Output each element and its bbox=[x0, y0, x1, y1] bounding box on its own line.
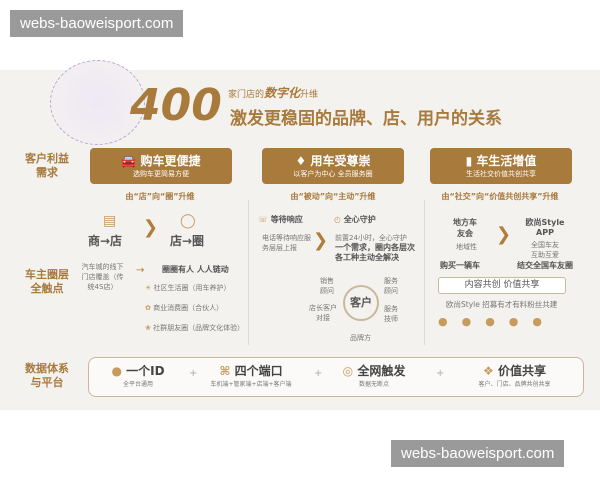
row-label-platform: 数据体系与平台 bbox=[25, 362, 69, 389]
page-title: 激发更稳固的品牌、店、用户的关系 bbox=[230, 109, 502, 129]
card-sub: 生活社交价值共创共享 bbox=[466, 170, 536, 178]
row-label-touch: 车主圈层全触点 bbox=[25, 268, 69, 295]
phone-icon: ☏ bbox=[258, 215, 271, 224]
chevron-right-icon: ❯ bbox=[496, 224, 512, 245]
card-sub: 以客户为中心 全员服务圈 bbox=[293, 170, 373, 178]
divider bbox=[424, 200, 425, 345]
upgrade-label: 由“社交”向“价值共创共享”升维 bbox=[441, 192, 559, 201]
clock-24-icon: ◴ bbox=[334, 215, 344, 224]
role-label: 服务技师 bbox=[384, 305, 398, 323]
col3-to-bottom: 结交全国车友圈 bbox=[517, 261, 573, 270]
sun-icon: ☀ bbox=[145, 284, 154, 292]
globe-icon: ◎ bbox=[342, 364, 358, 378]
ports-icon: ⌘ bbox=[219, 364, 235, 378]
circle-icon: ◯ bbox=[180, 213, 196, 229]
sub-prefix: 家门店的 bbox=[228, 90, 265, 100]
platform-title: 价值共享 bbox=[497, 364, 546, 378]
col3-from-title: 地方车友会 bbox=[453, 218, 477, 238]
chevron-right-icon: ❯ bbox=[313, 230, 329, 251]
plus-sign: + bbox=[436, 368, 445, 379]
platform-sub: 数据无断点 bbox=[358, 381, 389, 388]
platform-title: 全网触发 bbox=[357, 364, 406, 378]
watermark: webs-baoweisport.com bbox=[391, 440, 565, 467]
sub-suffix: 升维 bbox=[300, 90, 319, 100]
card-life: ▮ 车生活增值生活社交价值共创共享 bbox=[430, 148, 572, 184]
arrow-icon: → bbox=[136, 265, 145, 276]
col3-from-sub: 地域性 bbox=[456, 243, 477, 251]
col3-recruit: 欧尚Style 招募有才有料粉丝共建 bbox=[446, 300, 558, 309]
chevron-right-icon: ❯ bbox=[143, 217, 159, 238]
role-label: 销售顾问 bbox=[320, 277, 334, 295]
col3-from-bottom: 购买一辆车 bbox=[440, 261, 480, 270]
card-title: 购车更便捷 bbox=[140, 154, 201, 168]
customer-circle: 客户 bbox=[343, 285, 379, 321]
col3-to-sub: 全国车友互助互爱 bbox=[531, 241, 559, 259]
col1-to: 店→圈 bbox=[170, 234, 205, 248]
chart-icon: ▮ bbox=[465, 154, 477, 168]
col2-to-text-bold: 一个需求，圈内各层次各工种主动全解决 bbox=[335, 243, 415, 262]
role-label: 服务顾问 bbox=[384, 277, 398, 295]
role-label: 店长客户对接 bbox=[309, 304, 337, 322]
plus-sign: + bbox=[189, 368, 198, 379]
circle-item: ☀ 社区生活圈（用车养护） bbox=[145, 283, 231, 293]
role-label: 品牌方 bbox=[350, 334, 371, 342]
from-title: 等待响应 bbox=[270, 215, 303, 224]
col2-from-title: ☏ 等待响应 bbox=[258, 214, 303, 225]
platform-title: 四个端口 bbox=[234, 364, 283, 378]
flower-icon: ❀ bbox=[145, 324, 154, 332]
fans-network-graphic: ●●●●● bbox=[438, 315, 556, 328]
platform-bar: ● 一个ID 全平台通用 + ⌘ 四个端口车机端+管家端+店端+客户端 + ◎ 全… bbox=[88, 357, 584, 397]
platform-sub: 车机端+管家端+店端+客户端 bbox=[210, 381, 292, 388]
handshake-icon: ✿ bbox=[145, 304, 154, 312]
user-icon: ● bbox=[111, 364, 127, 378]
network-globe-graphic bbox=[50, 60, 145, 145]
col1-slogan: 圈圈有人 人人链动 bbox=[162, 265, 229, 274]
platform-item: ❖ 价值共享客户、门店、品牌共创共享 bbox=[457, 362, 572, 388]
circle-label: 商业消费圈（合伙人） bbox=[153, 304, 224, 312]
divider bbox=[248, 200, 249, 345]
col2-to-text: 前置24小时，全心守护 bbox=[335, 234, 407, 242]
circle-label: 社区生活圈（用车养护） bbox=[153, 284, 231, 292]
platform-sub: 全平台通用 bbox=[122, 381, 153, 388]
circle-item: ✿ 商业消费圈（合伙人） bbox=[145, 303, 223, 313]
car-icon: 🚘 bbox=[121, 154, 141, 168]
col3-to-title: 欧尚Style APP bbox=[525, 218, 565, 237]
col1-left-text: 汽车城的线下门店覆盖（传统4S店） bbox=[81, 263, 124, 291]
share-icon: ❖ bbox=[483, 364, 498, 378]
circle-label: 社群朋友圈（品牌文化体验） bbox=[153, 324, 245, 332]
platform-title: 一个ID bbox=[126, 364, 165, 378]
platform-sub: 客户、门店、品牌共创共享 bbox=[478, 381, 551, 388]
row-label-needs: 客户利益需求 bbox=[25, 152, 69, 179]
circle-item: ❀ 社群朋友圈（品牌文化体验） bbox=[145, 323, 244, 333]
platform-item: ◎ 全网触发数据无断点 bbox=[329, 362, 419, 388]
col1-from: 商→店 bbox=[88, 234, 123, 248]
col2-to-title: ◴ 全心守护 bbox=[334, 214, 376, 225]
card-title: 车生活增值 bbox=[476, 154, 537, 168]
watermark: webs-baoweisport.com bbox=[10, 10, 184, 37]
diamond-icon: ♦ bbox=[295, 154, 311, 168]
sub-emph: 数字化 bbox=[264, 86, 301, 100]
headline-number: 400 bbox=[130, 80, 222, 131]
plus-sign: + bbox=[314, 368, 323, 379]
upgrade-label: 由“被动”向“主动”升维 bbox=[290, 192, 376, 201]
card-use: ♦ 用车受尊崇以客户为中心 全员服务圈 bbox=[262, 148, 404, 184]
card-buy: 🚘 购车更便捷选购车更简易方便 bbox=[90, 148, 232, 184]
col2-from-text: 电话等待响应服务层层上报 bbox=[262, 234, 311, 252]
card-title: 用车受尊崇 bbox=[310, 154, 371, 168]
headline-sub: 家门店的数字化升维 bbox=[228, 84, 318, 101]
infographic: 400 家门店的数字化升维 激发更稳固的品牌、店、用户的关系 客户利益需求 车主… bbox=[0, 60, 600, 410]
co-create-box: 内容共创 价值共享 bbox=[438, 277, 566, 294]
upgrade-label: 由“店”向“圈”升维 bbox=[125, 192, 195, 201]
card-sub: 选购车更简易方便 bbox=[133, 170, 189, 178]
platform-item: ● 一个ID 全平台通用 bbox=[103, 362, 173, 388]
store-icon: ▤ bbox=[103, 213, 117, 229]
to-title: 全心守护 bbox=[343, 215, 376, 224]
platform-item: ⌘ 四个端口车机端+管家端+店端+客户端 bbox=[201, 362, 301, 388]
